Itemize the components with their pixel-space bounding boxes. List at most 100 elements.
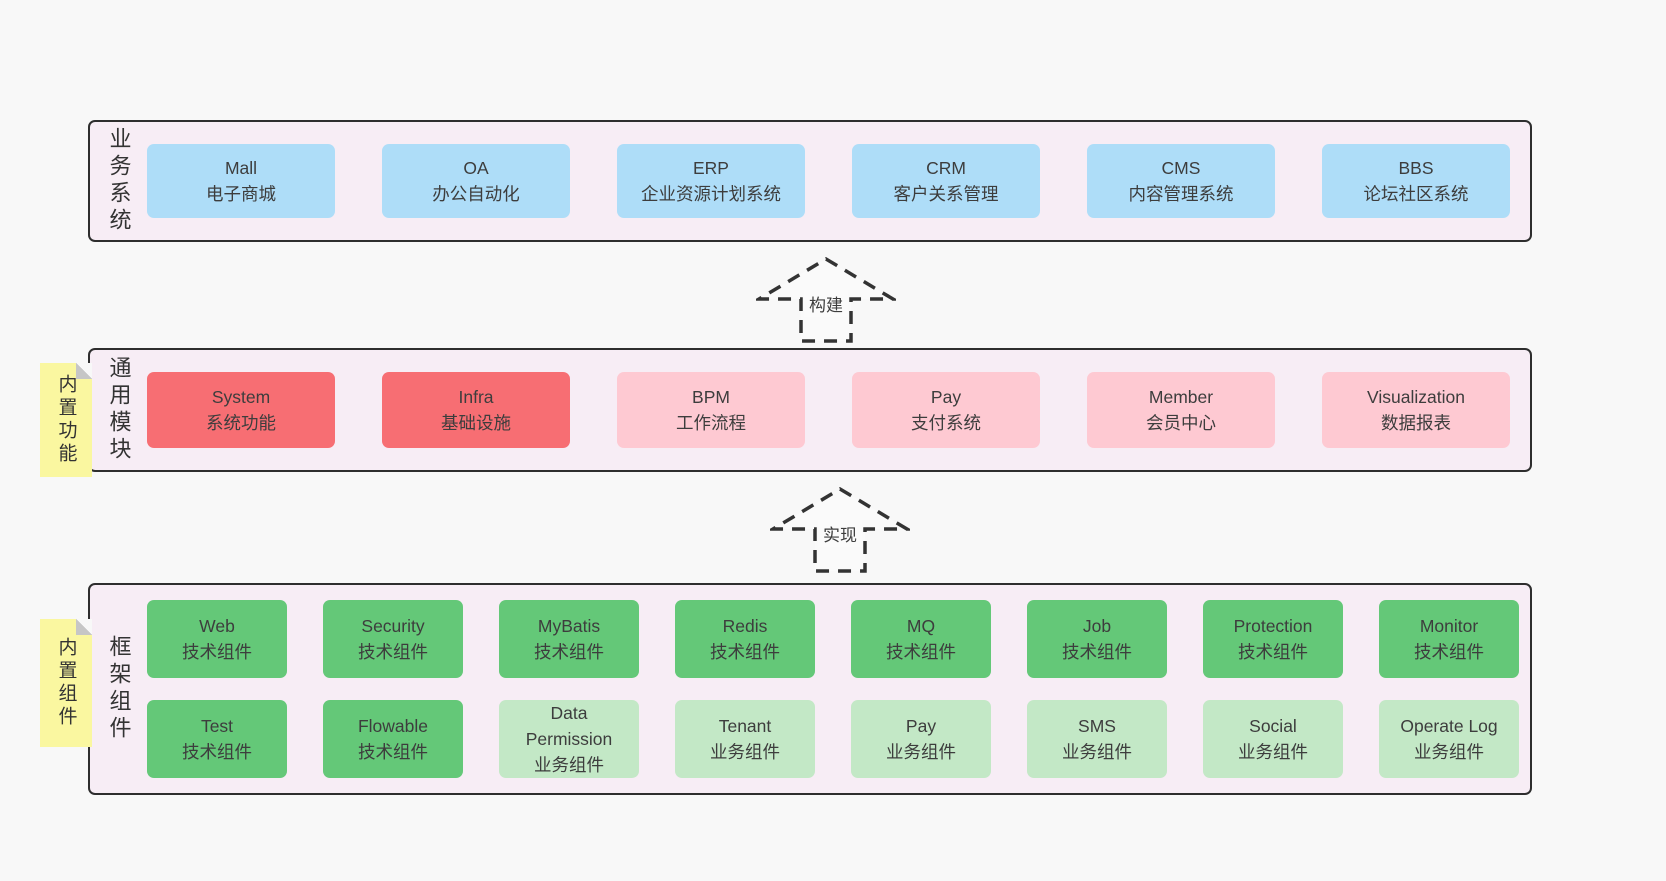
box-title: Social <box>1249 715 1297 736</box>
box-title: System <box>211 386 271 407</box>
box-title: Mall <box>224 157 258 178</box>
band-framework-components: 框架组件 Web 技术组件 Security 技术组件 MyBatis 技术组件… <box>88 583 1532 795</box>
module-box-test: Test 技术组件 <box>147 700 287 778</box>
box-subtitle: 技术组件 <box>358 742 428 762</box>
band-business-systems: 业务系统 Mall 电子商城 OA 办公自动化 ERP 企业资源计划系统 CRM… <box>88 120 1532 242</box>
sticky-note-built-in-components: 内置组件 <box>40 619 92 747</box>
box-subtitle: 数据报表 <box>1381 413 1451 433</box>
box-title: Member <box>1148 386 1214 407</box>
module-box-pay: Pay 支付系统 <box>852 372 1040 448</box>
box-subtitle: 企业资源计划系统 <box>641 184 781 204</box>
box-title: SMS <box>1078 715 1116 736</box>
module-box-social: Social 业务组件 <box>1203 700 1343 778</box>
box-title: BPM <box>692 386 730 407</box>
implement-arrow-label: 实现 <box>818 520 862 547</box>
module-box-mall: Mall 电子商城 <box>147 144 335 218</box>
box-title: Operate Log <box>1400 715 1498 736</box>
box-title: Infra <box>458 386 494 407</box>
box-title: OA <box>463 157 489 178</box>
box-subtitle: 技术组件 <box>710 642 780 662</box>
module-box-member: Member 会员中心 <box>1087 372 1275 448</box>
box-title: Data Permission <box>525 702 613 749</box>
box-title: Protection <box>1233 615 1313 636</box>
module-box-flowable: Flowable 技术组件 <box>323 700 463 778</box>
module-box-mq: MQ 技术组件 <box>851 600 991 678</box>
module-box-monitor: Monitor 技术组件 <box>1379 600 1519 678</box>
box-subtitle: 技术组件 <box>1238 642 1308 662</box>
box-subtitle: 电子商城 <box>206 184 276 204</box>
module-box-oa: OA 办公自动化 <box>382 144 570 218</box>
band-common-modules: 通用模块 System 系统功能 Infra 基础设施 BPM 工作流程 Pay… <box>88 348 1532 472</box>
box-subtitle: 技术组件 <box>1062 642 1132 662</box>
module-box-bbs: BBS 论坛社区系统 <box>1322 144 1510 218</box>
module-box-cms: CMS 内容管理系统 <box>1087 144 1275 218</box>
box-subtitle: 业务组件 <box>1414 742 1484 762</box>
module-box-pay-component: Pay 业务组件 <box>851 700 991 778</box>
box-subtitle: 业务组件 <box>886 742 956 762</box>
module-box-job: Job 技术组件 <box>1027 600 1167 678</box>
sticky-note-built-in-features: 内置功能 <box>40 363 92 477</box>
module-box-infra: Infra 基础设施 <box>382 372 570 448</box>
module-box-system: System 系统功能 <box>147 372 335 448</box>
box-subtitle: 系统功能 <box>206 413 276 433</box>
framework-row-1: Web 技术组件 Security 技术组件 MyBatis 技术组件 Redi… <box>147 600 1530 678</box>
box-title: Security <box>361 615 425 636</box>
module-box-tenant: Tenant 业务组件 <box>675 700 815 778</box>
module-box-operate-log: Operate Log 业务组件 <box>1379 700 1519 778</box>
module-box-data-permission: Data Permission 业务组件 <box>499 700 639 778</box>
box-subtitle: 技术组件 <box>886 642 956 662</box>
module-box-erp: ERP 企业资源计划系统 <box>617 144 805 218</box>
box-title: Test <box>200 715 234 736</box>
box-subtitle: 论坛社区系统 <box>1363 184 1469 204</box>
band-framework-components-label: 框架组件 <box>106 635 132 743</box>
box-subtitle: 技术组件 <box>182 642 252 662</box>
module-box-visualization: Visualization 数据报表 <box>1322 372 1510 448</box>
module-box-web: Web 技术组件 <box>147 600 287 678</box>
band-common-modules-boxes: System 系统功能 Infra 基础设施 BPM 工作流程 Pay 支付系统… <box>147 372 1530 448</box>
box-subtitle: 会员中心 <box>1146 413 1216 433</box>
box-title: Redis <box>722 615 768 636</box>
box-title: ERP <box>693 157 729 178</box>
box-title: Pay <box>930 386 962 407</box>
box-subtitle: 技术组件 <box>358 642 428 662</box>
box-title: CMS <box>1161 157 1201 178</box>
module-box-redis: Redis 技术组件 <box>675 600 815 678</box>
box-subtitle: 工作流程 <box>676 413 746 433</box>
box-subtitle: 基础设施 <box>441 413 511 433</box>
box-title: Monitor <box>1419 615 1479 636</box>
module-box-mybatis: MyBatis 技术组件 <box>499 600 639 678</box>
build-arrow: 构建 <box>756 256 896 344</box>
box-subtitle: 业务组件 <box>534 755 604 776</box>
box-subtitle: 办公自动化 <box>432 184 520 204</box>
box-title: Pay <box>905 715 937 736</box>
implement-arrow: 实现 <box>770 486 910 574</box>
box-subtitle: 技术组件 <box>182 742 252 762</box>
box-title: Flowable <box>357 715 429 736</box>
box-title: Web <box>199 615 235 636</box>
band-common-modules-label: 通用模块 <box>106 356 132 464</box>
box-subtitle: 业务组件 <box>710 742 780 762</box>
box-subtitle: 支付系统 <box>911 413 981 433</box>
box-subtitle: 内容管理系统 <box>1128 184 1234 204</box>
box-title: Tenant <box>718 715 772 736</box>
box-subtitle: 技术组件 <box>1414 642 1484 662</box>
framework-row-2: Test 技术组件 Flowable 技术组件 Data Permission … <box>147 700 1530 778</box>
module-box-security: Security 技术组件 <box>323 600 463 678</box>
box-subtitle: 客户关系管理 <box>893 184 999 204</box>
box-title: BBS <box>1398 157 1434 178</box>
box-title: MQ <box>906 615 936 636</box>
box-subtitle: 业务组件 <box>1238 742 1308 762</box>
band-business-systems-label: 业务系统 <box>106 127 132 235</box>
module-box-protection: Protection 技术组件 <box>1203 600 1343 678</box>
box-title: MyBatis <box>537 615 601 636</box>
box-title: CRM <box>926 157 966 178</box>
box-title: Visualization <box>1367 386 1465 407</box>
box-subtitle: 技术组件 <box>534 642 604 662</box>
module-box-crm: CRM 客户关系管理 <box>852 144 1040 218</box>
build-arrow-label: 构建 <box>804 290 848 317</box>
module-box-sms: SMS 业务组件 <box>1027 700 1167 778</box>
band-business-systems-boxes: Mall 电子商城 OA 办公自动化 ERP 企业资源计划系统 CRM 客户关系… <box>147 144 1530 218</box>
band-framework-components-rows: Web 技术组件 Security 技术组件 MyBatis 技术组件 Redi… <box>147 600 1530 778</box>
module-box-bpm: BPM 工作流程 <box>617 372 805 448</box>
box-title: Job <box>1082 615 1112 636</box>
